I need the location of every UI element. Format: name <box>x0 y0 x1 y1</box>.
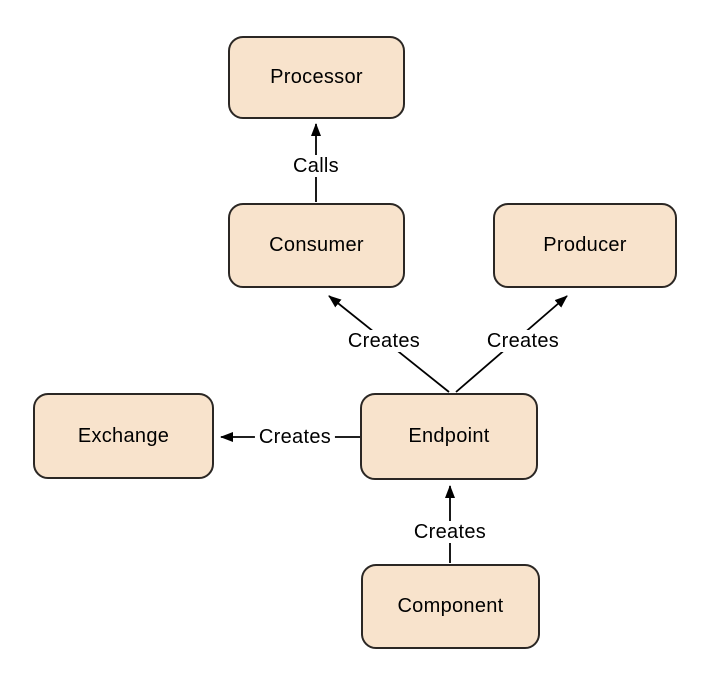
edge-label-creates-exchange: Creates <box>254 426 336 448</box>
node-exchange-label: Exchange <box>77 424 170 447</box>
node-consumer-label: Consumer <box>269 234 364 256</box>
node-component: Component <box>361 564 540 649</box>
edge-label-creates-consumer: Creates <box>343 330 425 352</box>
node-endpoint: Endpoint <box>360 393 538 480</box>
node-component-label: Component <box>397 595 504 617</box>
node-endpoint-label: Endpoint <box>408 425 490 447</box>
node-exchange: Exchange <box>33 393 214 479</box>
edge-label-calls: Calls <box>289 155 343 177</box>
edge-label-creates-endpoint: Creates <box>409 521 491 543</box>
node-processor: Processor <box>228 36 405 119</box>
node-producer-label: Producer <box>543 234 627 256</box>
node-consumer: Consumer <box>228 203 405 288</box>
edge-label-creates-producer: Creates <box>482 330 564 352</box>
node-producer: Producer <box>493 203 677 288</box>
node-processor-label: Processor <box>270 66 363 88</box>
